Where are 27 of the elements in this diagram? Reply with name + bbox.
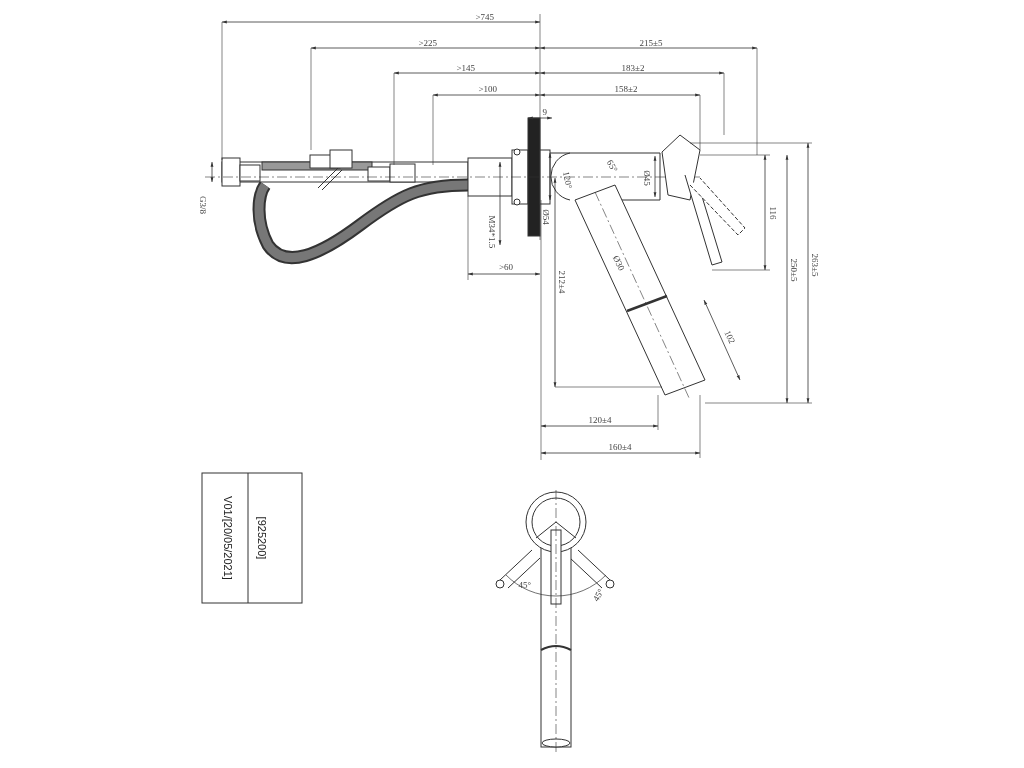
dimension-value: Ø45: [641, 170, 652, 186]
dimension-value: 45°: [518, 580, 532, 590]
version-date: V01/[20/05/2021]: [222, 496, 233, 580]
dimension-value: 183±2: [621, 63, 645, 73]
dimension-value: 215±5: [639, 38, 663, 48]
thread-size: G3/8: [198, 196, 208, 214]
dimension-value: 9: [542, 107, 547, 117]
dimension-value: 116: [767, 206, 778, 220]
dimension-value: >145: [456, 63, 476, 73]
dimension-value: >100: [478, 84, 498, 94]
thread-size: M34*1.5: [486, 215, 497, 249]
dimension-value: >60: [499, 262, 514, 272]
dimension-value: 263±5: [810, 253, 820, 277]
dimension-value: 65°: [604, 158, 620, 174]
dimension-value: 212±4: [557, 270, 567, 294]
dimension-value: Ø30: [610, 253, 627, 273]
dimension-value: 102: [722, 328, 738, 346]
dimension-value: Ø54: [540, 209, 551, 225]
dimension-value: 158±2: [614, 84, 638, 94]
dimension-value: 120°: [560, 170, 574, 190]
dimension-value: >225: [418, 38, 438, 48]
article-number: [925200]: [256, 516, 267, 560]
dimension-value: 250±5: [789, 258, 799, 282]
dimension-value: 160±4: [608, 442, 632, 452]
dimension-value: 120±4: [588, 415, 612, 425]
dimension-value: >745: [475, 12, 495, 22]
dimension-value: 45°: [590, 587, 606, 603]
